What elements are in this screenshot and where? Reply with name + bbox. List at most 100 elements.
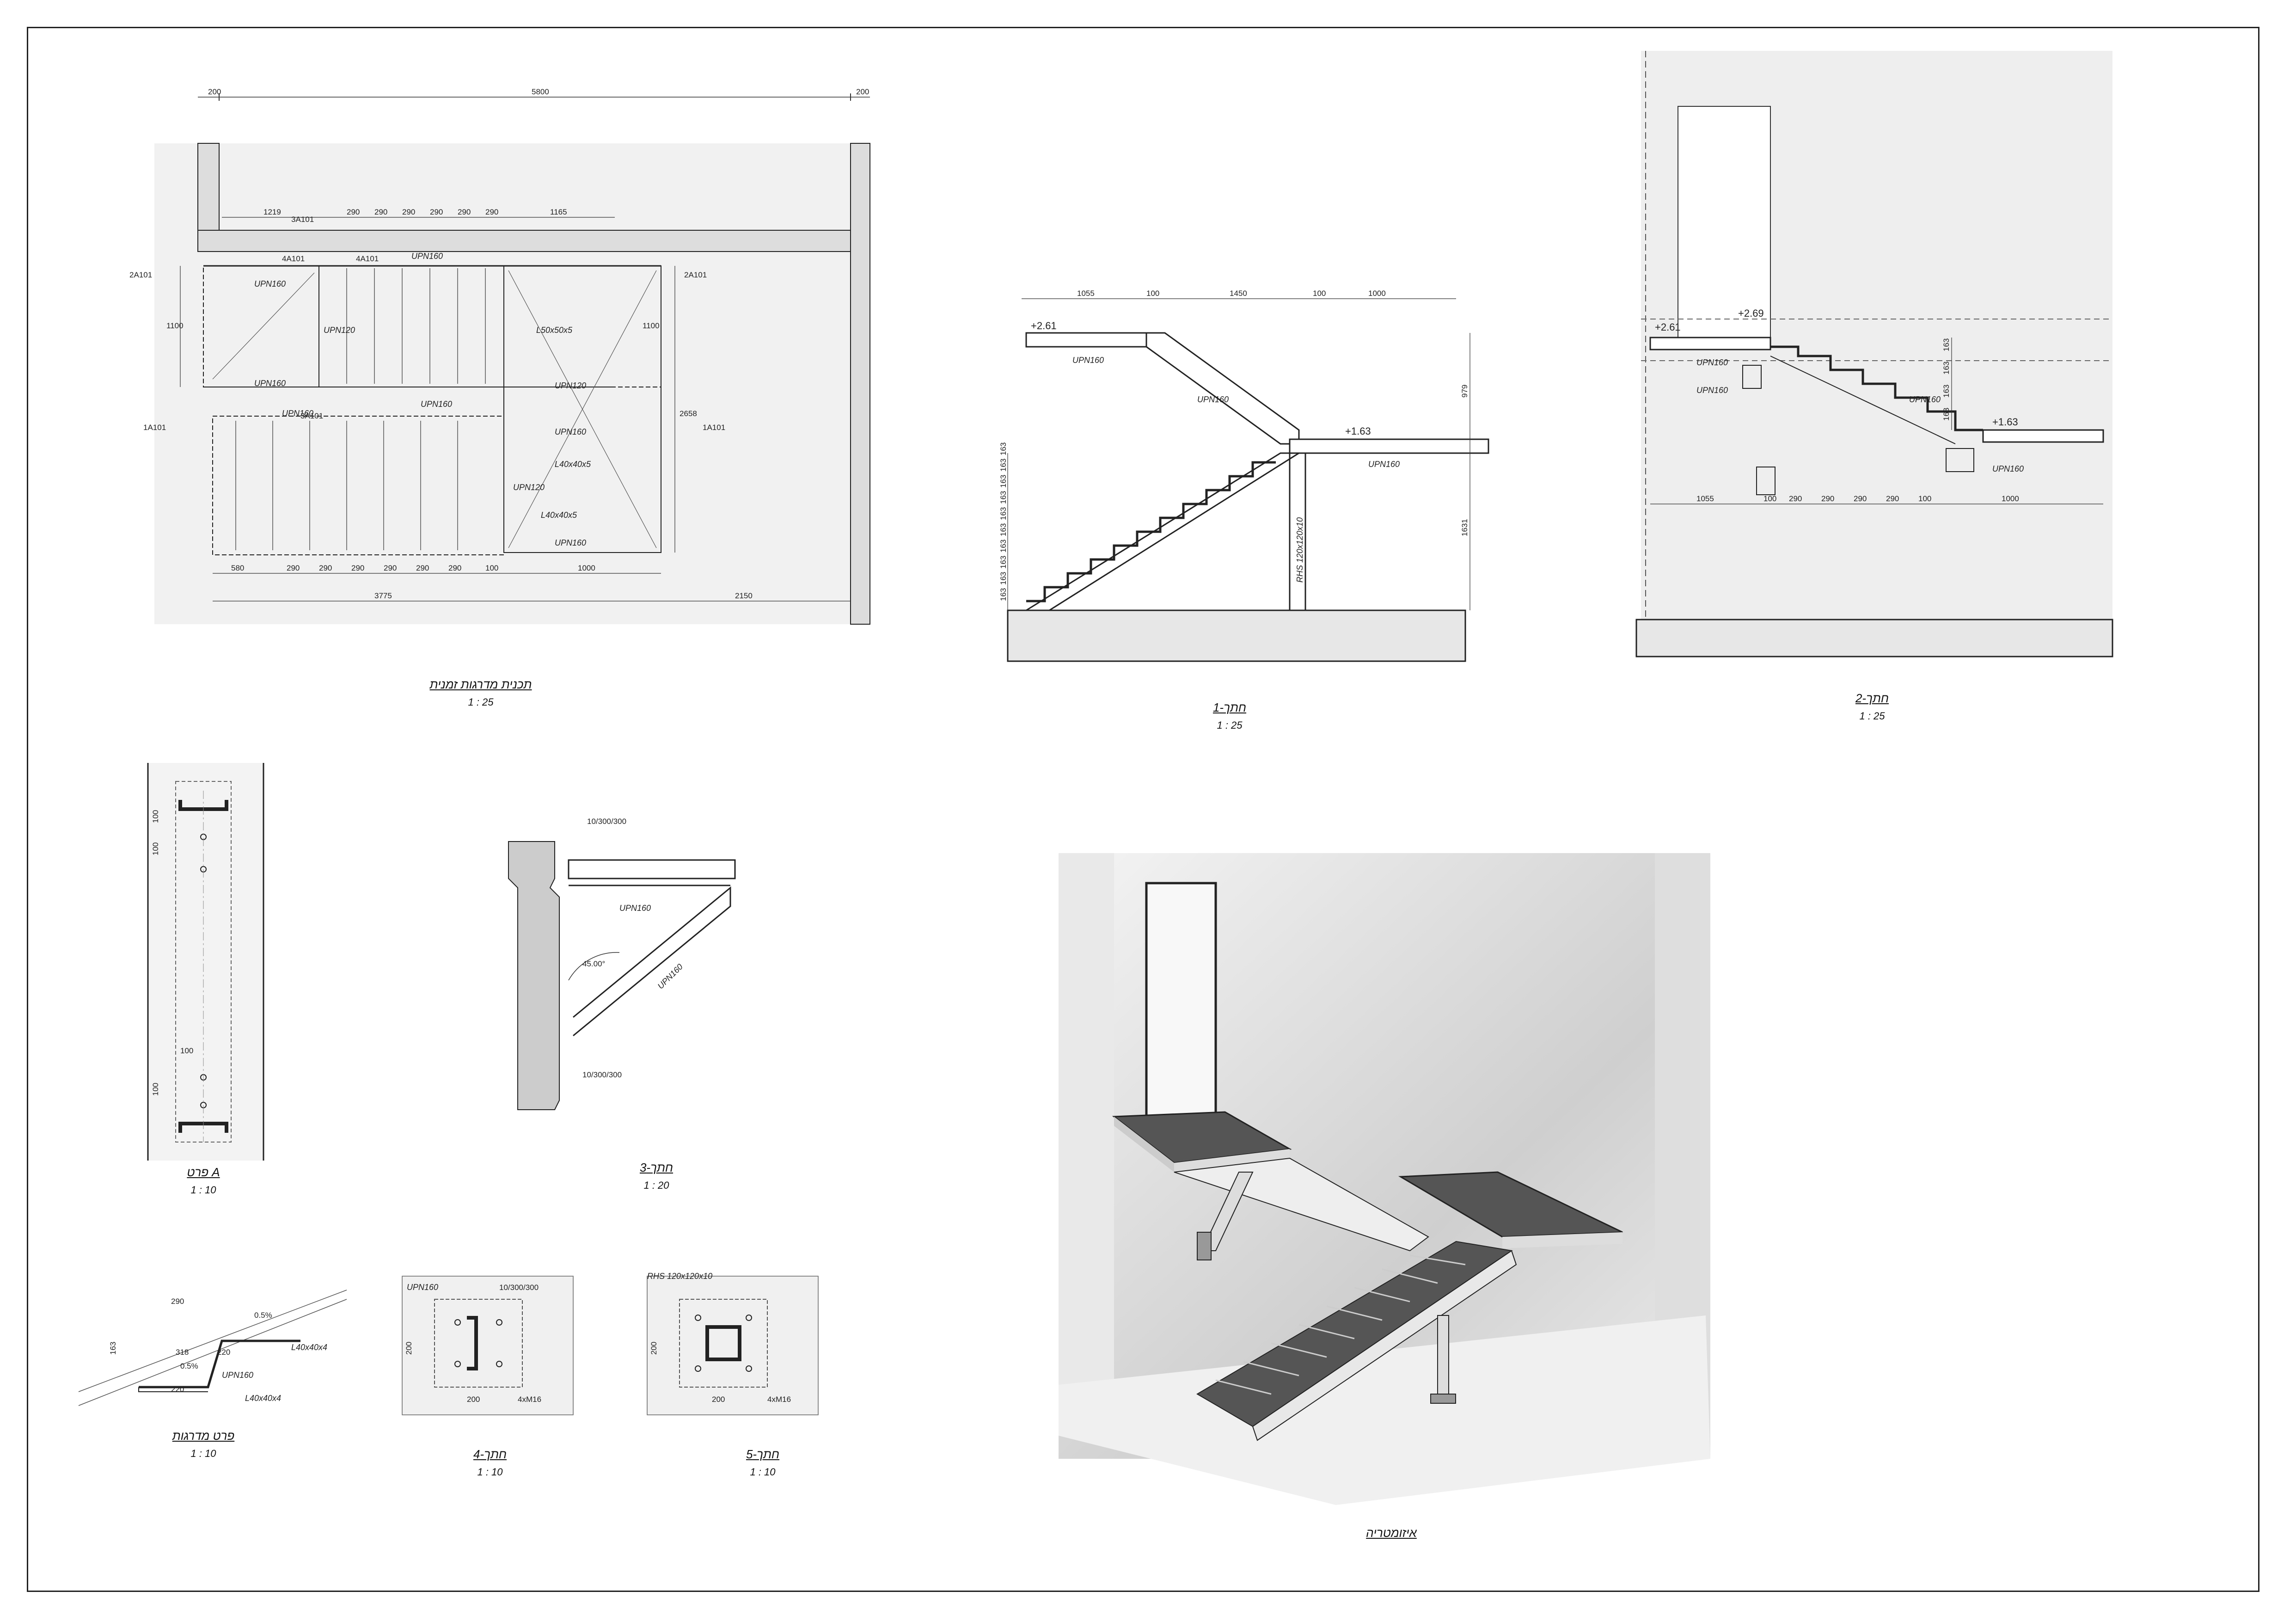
section3-caption: חתך-3 1 : 20	[610, 1161, 703, 1192]
section2-bottom-dim: 290	[1854, 494, 1867, 503]
section1-right-dim: 979	[1460, 385, 1469, 398]
plan-side-dim: 2658	[680, 409, 697, 418]
section5-view: RHS 120x120x10 4xM16 200 200	[643, 1272, 827, 1419]
section3-plate: 10/300/300	[582, 1070, 622, 1079]
section4-scale: 1 : 10	[477, 1466, 503, 1478]
section1-top-dim: 1000	[1368, 289, 1386, 298]
section1-caption: חתך-1 1 : 25	[1183, 700, 1276, 731]
section1-top-dim: 100	[1146, 289, 1159, 298]
section5-scale: 1 : 10	[750, 1466, 776, 1478]
isometric-view	[1059, 853, 1710, 1505]
plan-member-label: UPN160	[421, 399, 452, 409]
detailA-dim: 100	[151, 810, 160, 823]
section1-riser-dim: 163	[999, 507, 1008, 520]
section4-dim: 200	[404, 1342, 413, 1355]
section2-caption: חתך-2 1 : 25	[1826, 691, 1918, 722]
section5-caption: חתך-5 1 : 10	[716, 1447, 809, 1478]
plan-section-ref: 4A101	[282, 254, 305, 263]
section4-label: 4xM16	[518, 1395, 541, 1404]
section1-column-label: RHS 120x120x10	[1295, 517, 1304, 583]
section2-member-label: UPN160	[1992, 464, 2024, 473]
section1-riser-dim: 163	[999, 540, 1008, 553]
section1-riser-dim: 163	[999, 442, 1008, 455]
section3-scale: 1 : 20	[643, 1180, 669, 1191]
section1-member-label: UPN160	[1072, 356, 1104, 365]
section2-bottom-dim: 100	[1918, 494, 1931, 503]
plan-member-label: L40x40x5	[555, 460, 591, 469]
section1-member-label: UPN160	[1368, 460, 1400, 469]
plan-view: 200 5800 200 1219 290 290 290 290 290 29…	[129, 83, 892, 629]
plan-top-dim-3: 200	[856, 87, 869, 96]
section1-view: 1055 100 1450 100 1000 +2.61 +1.63 RHS 1…	[994, 277, 1493, 684]
detailA-title: פרט A	[187, 1165, 220, 1179]
section2-drawing: +2.61 +2.69 +1.63 1055 100 290 290 290 2…	[1635, 51, 2113, 657]
detailA-dim: 100	[151, 1083, 160, 1096]
section1-top-dim: 1055	[1077, 289, 1095, 298]
section5-label: RHS 120x120x10	[647, 1272, 712, 1281]
plan-section-ref: 2A101	[129, 270, 152, 279]
section1-level: +2.61	[1031, 320, 1057, 332]
plan-bottom-dim: 580	[231, 564, 244, 572]
stair-detail-view: 290 163 318 220 220 0.5% 0.5% L40x40x4 L…	[69, 1290, 356, 1429]
section2-bottom-dim: 290	[1886, 494, 1899, 503]
section1-riser-dim: 163	[999, 556, 1008, 569]
section2-title: חתך-2	[1855, 691, 1889, 705]
section3-plate: 10/300/300	[587, 817, 626, 826]
section1-level: +1.63	[1345, 425, 1371, 437]
section1-riser-dim: 163	[999, 588, 1008, 601]
section5-label: 4xM16	[767, 1395, 791, 1404]
section2-riser-dim: 163	[1942, 385, 1951, 398]
section2-bottom-dim: 1000	[2002, 494, 2019, 503]
plan-section-ref: 2A101	[684, 270, 707, 279]
section2-riser-dim: 163	[1942, 338, 1951, 351]
section1-riser-dim: 163	[999, 459, 1008, 472]
stair-detail-dim: 220	[217, 1348, 230, 1357]
stair-detail-scale: 1 : 10	[190, 1448, 216, 1459]
section1-drawing: 1055 100 1450 100 1000 +2.61 +1.63 RHS 1…	[999, 289, 1489, 662]
plan-drawing: 200 5800 200 1219 290 290 290 290 290 29…	[129, 87, 870, 625]
plan-member-label: UPN160	[555, 538, 586, 547]
plan-side-dim: 1100	[166, 321, 184, 330]
plan-side-dim: 1100	[643, 321, 660, 330]
plan-title: תכנית מדרגות זמנית	[429, 677, 532, 691]
section5-title: חתך-5	[746, 1447, 780, 1461]
plan-bottom-dim: 290	[351, 564, 364, 572]
section2-bottom-dim: 290	[1789, 494, 1802, 503]
section4-label: UPN160	[407, 1283, 438, 1292]
plan-top-dim-2: 5800	[532, 87, 549, 96]
detailA-dim: 100	[151, 842, 160, 855]
plan-bottom-dim: 290	[319, 564, 332, 572]
plan-member-label: UPN160	[411, 252, 443, 261]
section5-dim: 200	[712, 1395, 725, 1404]
section4-title: חתך-4	[473, 1447, 507, 1461]
stair-detail-member-label: UPN160	[222, 1370, 253, 1380]
detailA-drawing: 100 100 100 100	[147, 763, 264, 1161]
plan-bottom-dim: 290	[448, 564, 461, 572]
section2-riser-dim: 163	[1942, 408, 1951, 421]
section1-title: חתך-1	[1212, 700, 1247, 714]
plan-section-ref: 1A101	[143, 423, 166, 432]
section5-drawing: RHS 120x120x10 4xM16 200 200	[647, 1272, 819, 1415]
section1-right-dim: 1631	[1460, 519, 1469, 536]
plan-bottom-dim: 290	[416, 564, 429, 572]
plan-row2-dim: 290	[374, 208, 387, 216]
stair-detail-dim: 220	[171, 1385, 184, 1394]
stair-detail-drawing: 290 163 318 220 220 0.5% 0.5% L40x40x4 L…	[78, 1290, 347, 1406]
stair-detail-slope: 0.5%	[254, 1311, 272, 1320]
plan-row2-dim: 290	[430, 208, 443, 216]
plan-row2-dim: 290	[485, 208, 498, 216]
stair-detail-slope: 0.5%	[180, 1362, 198, 1370]
plan-section-ref: 3A101	[291, 215, 314, 224]
plan-bottom-dim: 100	[485, 564, 498, 572]
plan-section-ref: 3A101	[300, 412, 323, 420]
plan-member-label: UPN160	[254, 279, 286, 289]
stair-detail-title: פרט מדרגות	[172, 1429, 235, 1443]
section2-member-label: UPN160	[1696, 358, 1728, 367]
plan-bottom-total: 3775	[374, 591, 392, 600]
section2-riser-dim: 163	[1942, 362, 1951, 375]
section2-scale: 1 : 25	[1859, 710, 1885, 722]
sheet-border	[27, 27, 2259, 1592]
section2-level: +2.61	[1655, 321, 1681, 333]
plan-member-label: UPN120	[324, 326, 355, 335]
section3-view: 10/300/300 10/300/300 45.00° UPN160 UPN1…	[499, 805, 758, 1110]
